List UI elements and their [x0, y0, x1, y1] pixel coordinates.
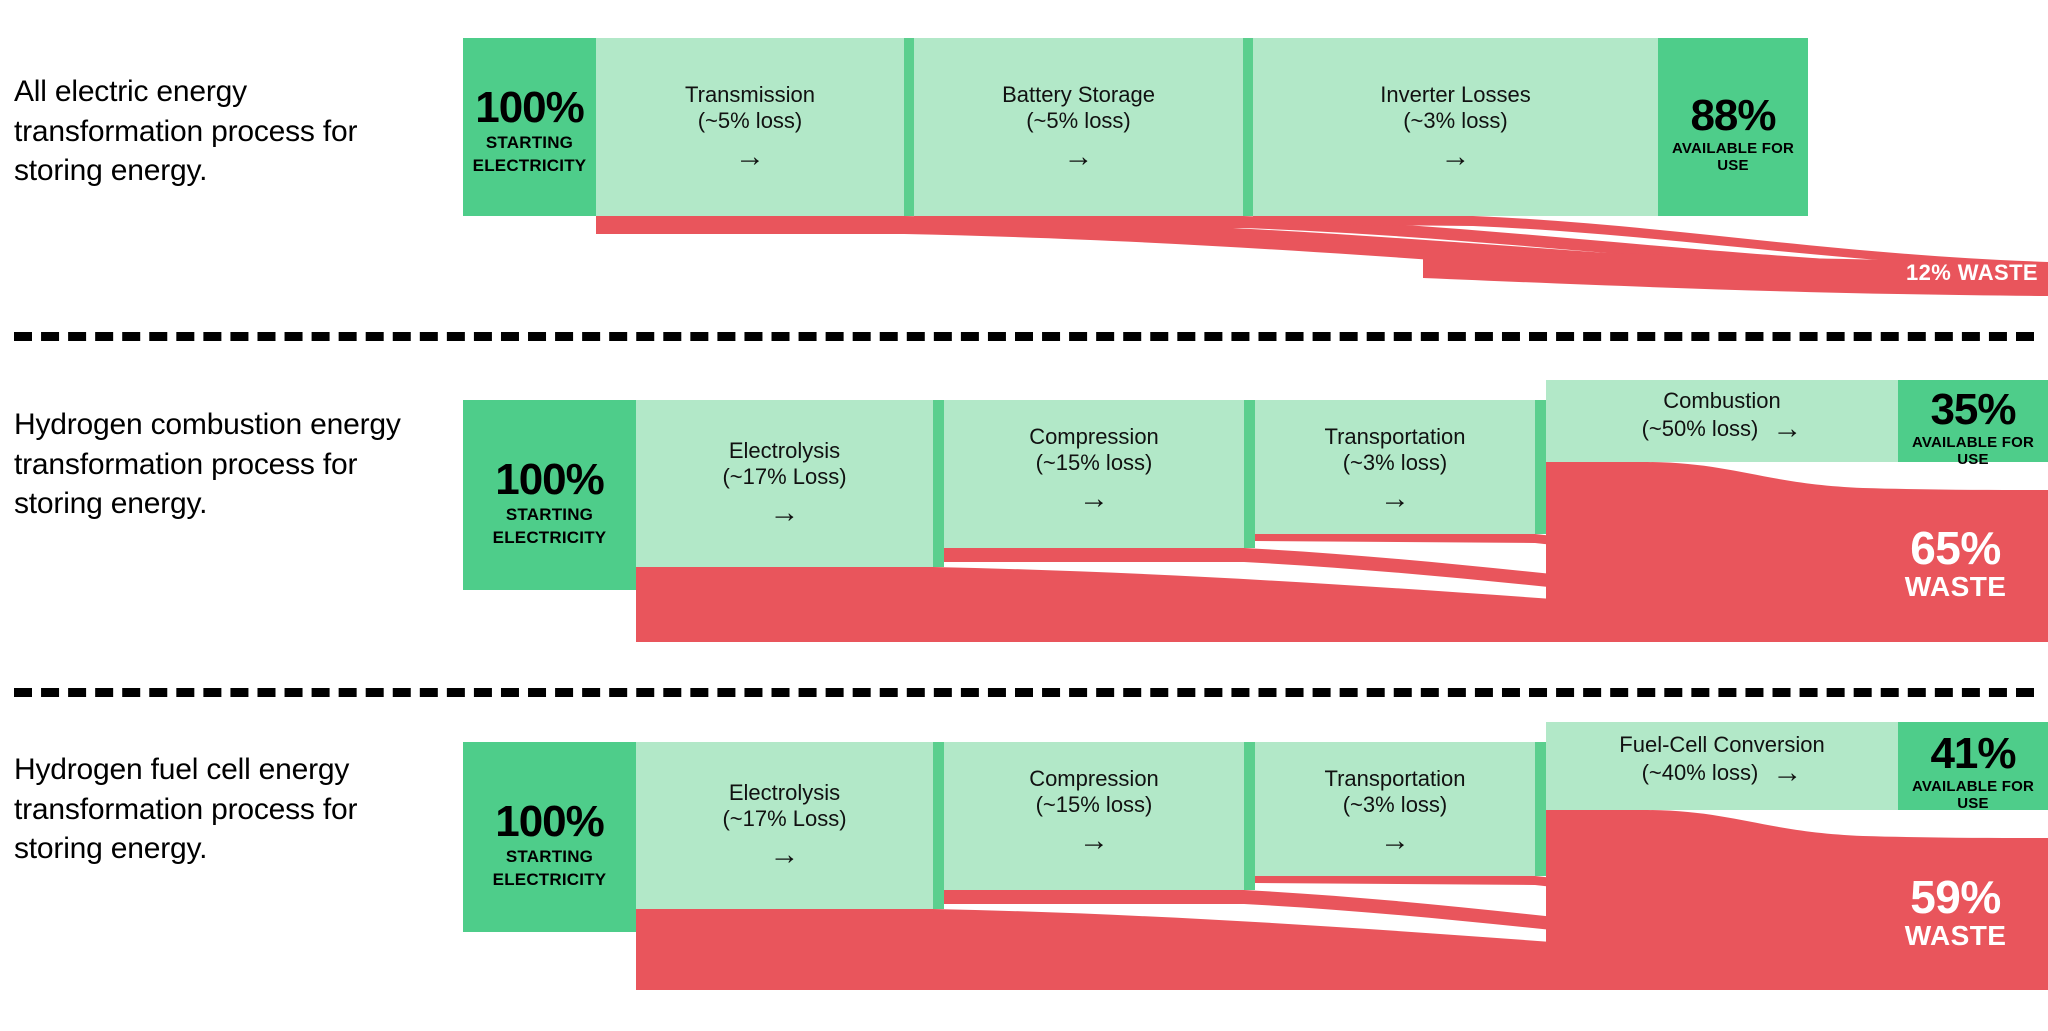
stage-separator-2 [1535, 400, 1546, 534]
section-caption: Hydrogen fuel cell energy transformation… [14, 753, 358, 866]
sankey-svg [463, 722, 2048, 990]
sankey-diagram-hydrogen-fuel-cell: 100% STARTING ELECTRICITY Electrolysis (… [463, 722, 2048, 1002]
end-block [1658, 38, 1808, 216]
stage-band-1 [944, 400, 1244, 548]
waste-flow-3 [1546, 810, 2048, 990]
start-block [463, 400, 636, 590]
stage-separator-0 [904, 38, 914, 216]
section-hydrogen-combustion: Hydrogen combustion energy transformatio… [0, 350, 2048, 650]
stage-band-1 [944, 742, 1244, 890]
section-all-electric: All electric energy transformation proce… [0, 0, 2048, 320]
section-divider [14, 688, 2034, 697]
stage-separator-0 [933, 400, 944, 567]
waste-collector-bar [1423, 248, 2048, 296]
start-block [463, 38, 596, 216]
end-block [1898, 380, 2048, 462]
sankey-svg [463, 380, 2048, 642]
stage-band-1 [914, 38, 1243, 216]
stage-band-0 [636, 742, 933, 909]
stage-band-0 [636, 400, 933, 567]
stage-separator-1 [1243, 38, 1253, 216]
stage-separator-0 [933, 742, 944, 909]
sankey-svg [463, 38, 2048, 296]
sankey-diagram-all-electric: 100% STARTING ELECTRICITY Transmission (… [463, 38, 2048, 296]
end-block [1898, 722, 2048, 810]
stage-band-2 [1255, 742, 1535, 876]
start-block [463, 742, 636, 932]
section-divider [14, 332, 2034, 341]
stage-band-3 [1546, 380, 1898, 462]
stage-band-3 [1546, 722, 1898, 810]
stage-separator-1 [1244, 400, 1255, 548]
stage-separator-2 [1535, 742, 1546, 876]
stage-band-0 [596, 38, 904, 216]
section-caption: All electric energy transformation proce… [14, 75, 358, 188]
section-caption: Hydrogen combustion energy transformatio… [14, 408, 401, 521]
stage-band-2 [1255, 400, 1535, 534]
stage-band-2 [1253, 38, 1658, 216]
stage-separator-1 [1244, 742, 1255, 890]
waste-flow-2 [1253, 216, 2048, 270]
sankey-diagram-hydrogen-combustion: 100% STARTING ELECTRICITY Electrolysis (… [463, 380, 2048, 642]
waste-flow-3 [1546, 462, 2048, 642]
section-hydrogen-fuel-cell: Hydrogen fuel cell energy transformation… [0, 700, 2048, 1031]
